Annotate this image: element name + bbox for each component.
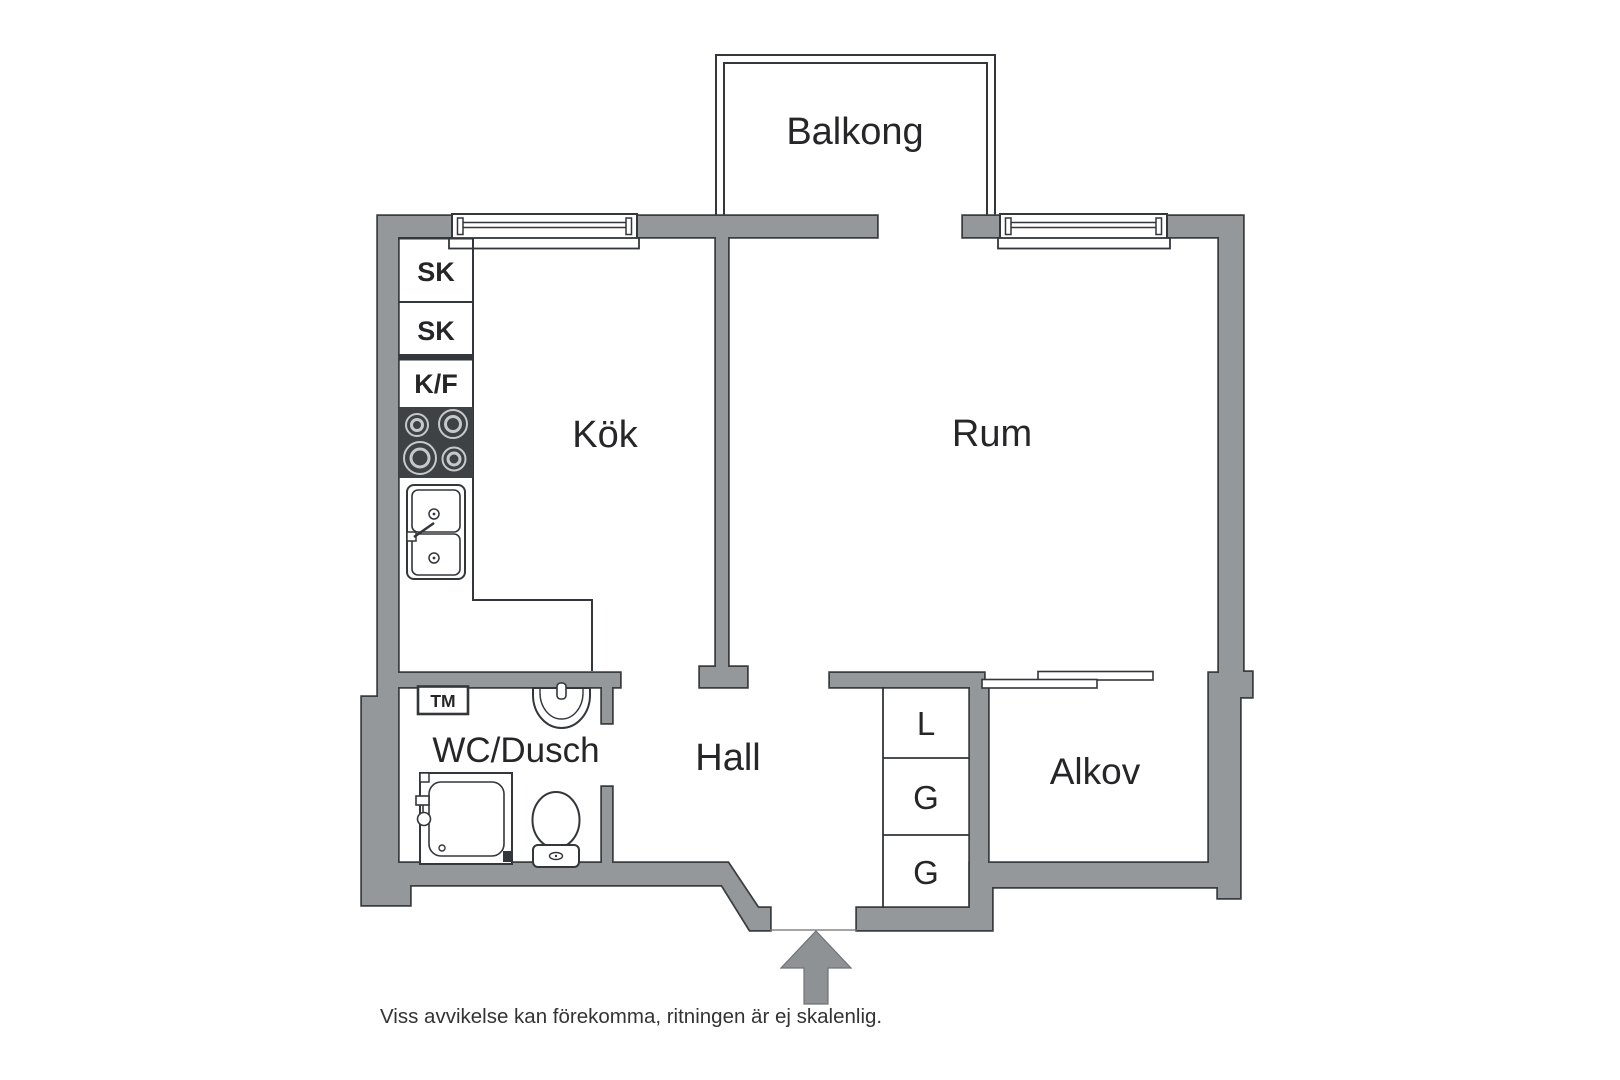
kitchen-counter — [398, 237, 593, 671]
alcove-label: Alkov — [1050, 751, 1141, 792]
closet-label-wardrobe1: G — [913, 779, 939, 816]
room-label: Rum — [952, 413, 1032, 455]
stove-body — [399, 407, 473, 478]
basin-bowl — [532, 687, 591, 729]
room-window-end-left — [1004, 217, 1012, 236]
burner-icon — [403, 441, 437, 475]
bathroom-label: WC/Dusch — [432, 731, 599, 770]
outer-wall-right-chain-fill — [857, 216, 1252, 930]
disclaimer-text: Viss avvikelse kan förekomma, ritningen … — [380, 1005, 882, 1028]
burner-icon — [405, 413, 429, 437]
washing-machine-box — [416, 685, 470, 716]
shower-door-handle — [503, 851, 513, 862]
room-window-end-right — [1155, 217, 1163, 236]
balcony-label: Balkong — [786, 111, 923, 153]
basin-inner-line — [539, 688, 584, 720]
closet-cell-lines — [882, 687, 970, 908]
cabinet-label-sk1: SK — [417, 257, 455, 287]
shower-head-icon — [416, 811, 432, 827]
room-window-sill — [997, 237, 1171, 250]
shower — [415, 772, 513, 865]
burner-icon — [438, 409, 468, 439]
stove-burners — [403, 409, 468, 475]
washing-machine-label: TM — [430, 691, 455, 711]
outer-wall-right-chain — [855, 214, 1254, 932]
burner-icon — [441, 446, 467, 472]
washing-machine — [416, 685, 470, 716]
kitchen-stove — [399, 407, 473, 478]
wall-closet-top-fill — [830, 673, 984, 687]
burner-icon — [446, 451, 462, 467]
shower-mixer — [415, 795, 430, 806]
faucet-lever-icon — [413, 521, 435, 539]
basin-tap-icon — [556, 682, 567, 700]
balcony-outer-line — [715, 54, 996, 218]
sink-drain-dot — [432, 556, 436, 560]
bathroom-basin — [532, 682, 591, 729]
kitchen-window — [448, 213, 640, 250]
hall-label: Hall — [695, 737, 760, 779]
burner-icon — [444, 415, 462, 433]
balcony-outline — [715, 54, 996, 218]
closet-label-wardrobe2: G — [913, 854, 939, 891]
wall-closet-right-fill — [970, 687, 988, 915]
alcove-sliding-door — [981, 670, 1154, 689]
kitchen-cabinet-dividers — [399, 301, 473, 356]
kitchen-sink — [406, 484, 466, 580]
kitchen-window-end-right — [625, 217, 633, 236]
balcony-inner-line — [723, 62, 988, 218]
shower-corner-post — [419, 772, 430, 783]
room-window-glass-lines — [1011, 221, 1156, 229]
shower-drain — [438, 844, 446, 852]
kitchen-window-frame — [451, 213, 638, 240]
wall-kitchen-room-divider-fill — [700, 237, 747, 687]
wall-bathroom-right-fill — [602, 787, 612, 865]
kitchen-label: Kök — [572, 414, 638, 456]
cabinet-label-kf: K/F — [414, 369, 458, 399]
burner-icon — [410, 418, 424, 432]
closet-label-linen: L — [917, 705, 935, 742]
sink-drain-dot — [432, 512, 436, 516]
burner-icon — [409, 447, 431, 469]
kitchen-window-sill — [448, 237, 640, 250]
toilet-flush-dot — [554, 854, 558, 858]
toilet — [531, 791, 581, 868]
sliding-door-panel-2 — [981, 678, 1098, 689]
room-window-frame — [999, 213, 1168, 240]
entry-arrow-icon — [779, 930, 853, 1005]
kitchen-window-end-left — [456, 217, 464, 236]
room-window — [997, 213, 1171, 250]
kitchen-counter-edge — [398, 237, 593, 671]
cabinet-label-sk2: SK — [417, 316, 455, 346]
toilet-bowl — [531, 791, 581, 849]
kitchen-window-glass-lines — [463, 221, 626, 229]
